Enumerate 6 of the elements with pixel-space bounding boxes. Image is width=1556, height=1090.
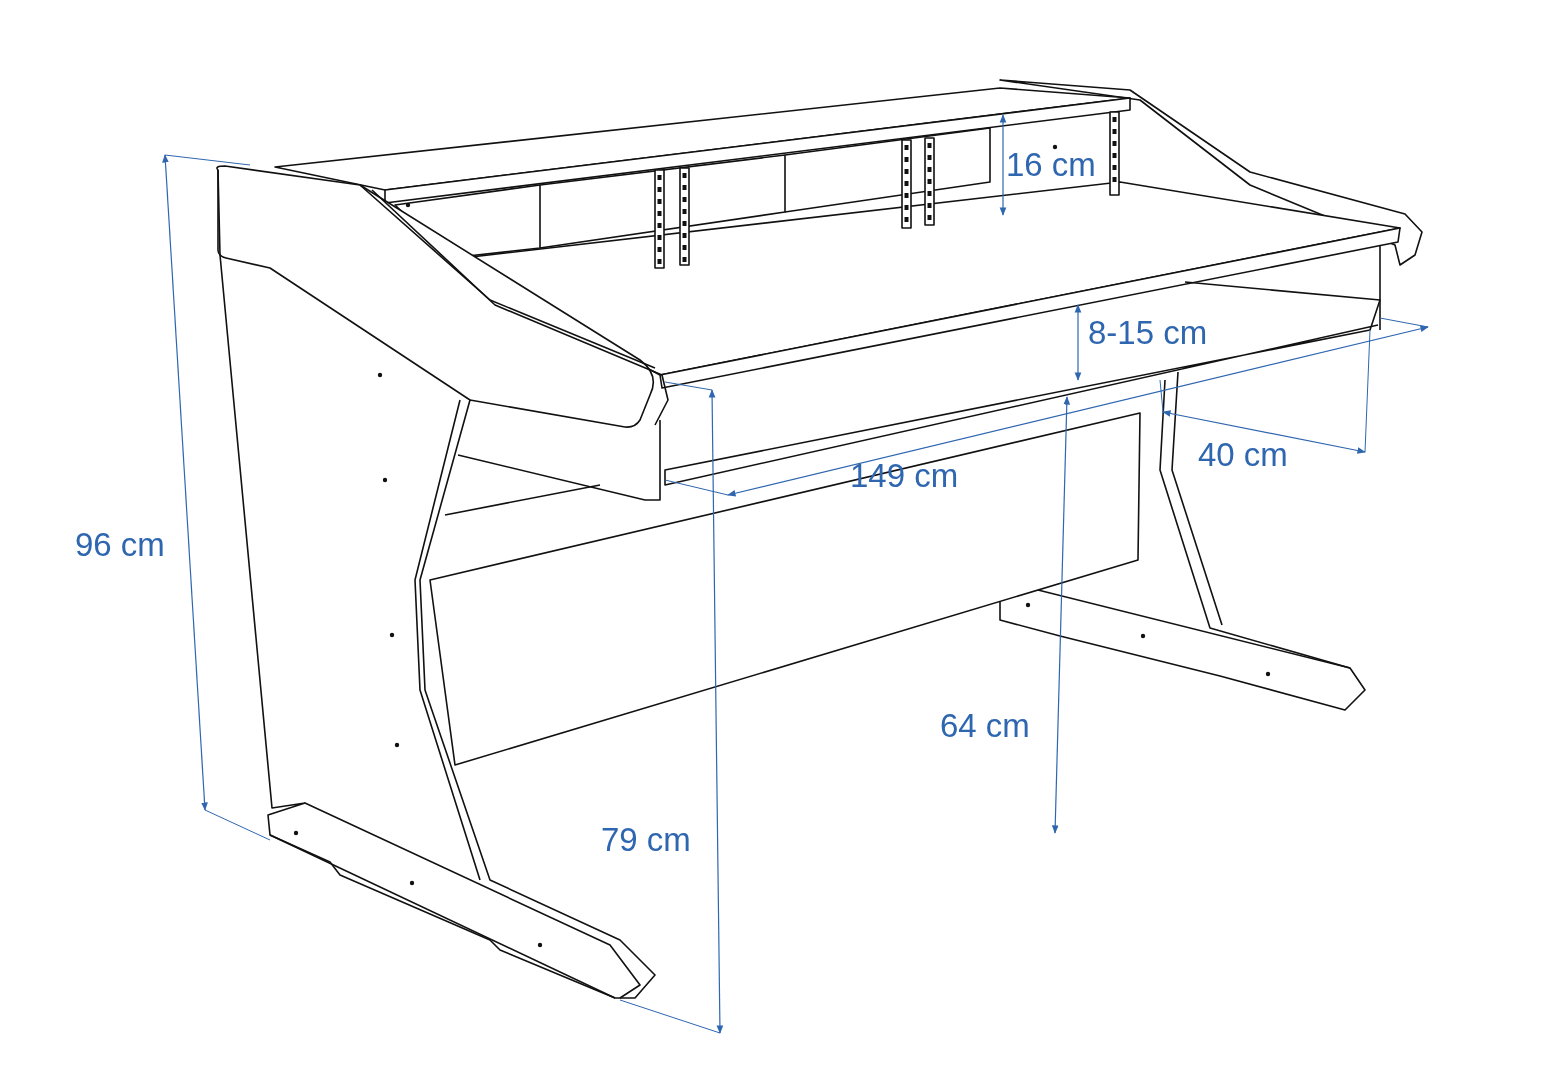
dimension-label: 8-15 cm — [1088, 316, 1208, 349]
dimension-label: 64 cm — [940, 709, 1030, 742]
dimension-label: 79 cm — [601, 823, 691, 856]
dimension-label: 96 cm — [75, 528, 165, 561]
dimension-label: 40 cm — [1198, 438, 1288, 471]
dimension-label: 16 cm — [1006, 148, 1096, 181]
